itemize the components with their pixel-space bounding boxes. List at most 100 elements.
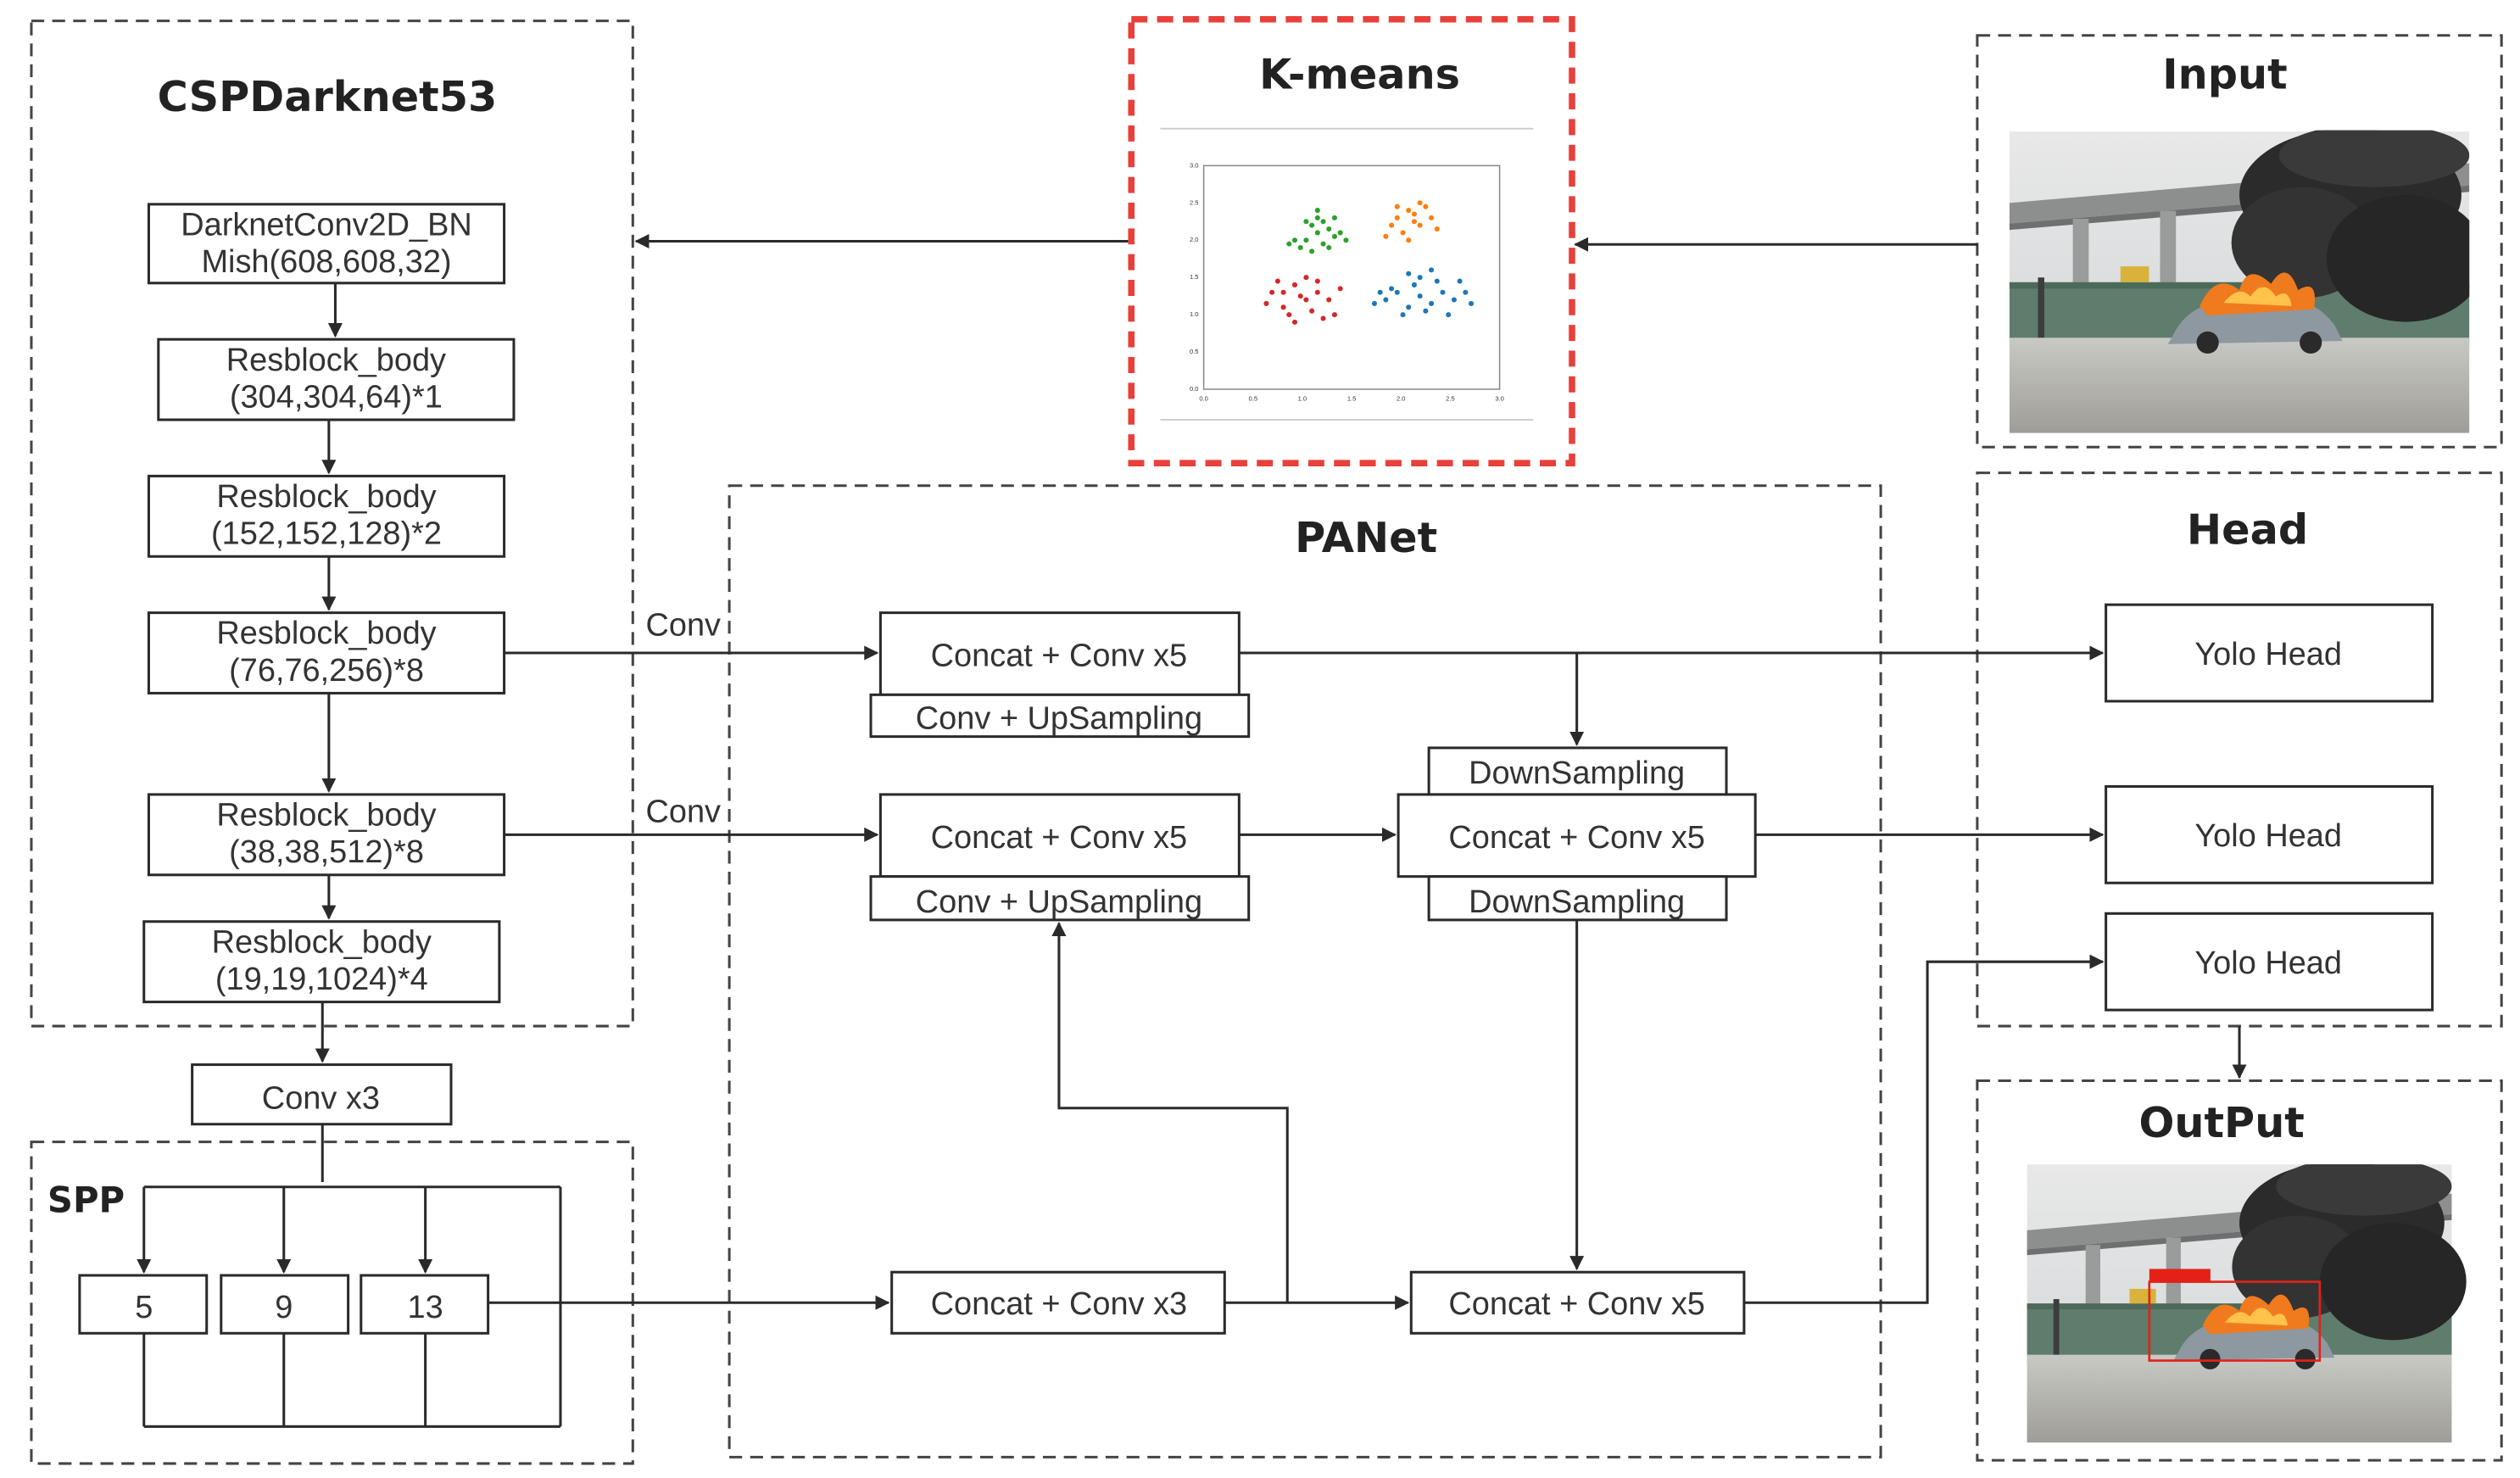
backbone-block-1-title: DarknetConv2D_BN (181, 207, 472, 243)
scatter-point-c0-10 (1291, 237, 1298, 243)
scatter-xtick-4: 2.0 (1397, 394, 1406, 402)
scatter-point-c3-17 (1377, 289, 1383, 295)
scatter-point-c0-5 (1297, 244, 1303, 251)
scatter-point-c3-12 (1463, 289, 1469, 295)
scatter-point-c1-7 (1406, 237, 1412, 243)
scatter-ytick-2: 1.0 (1190, 310, 1199, 318)
scatter-point-c2-16 (1280, 289, 1286, 295)
scatter-point-c1-13 (1411, 219, 1417, 225)
arrow-to-upsample-mid (1051, 921, 1289, 1303)
scatter-point-c0-2 (1309, 222, 1315, 228)
backbone-block-6-shape: (19,19,1024)*4 (215, 962, 428, 997)
scatter-point-c0-1 (1314, 230, 1320, 236)
backbone-block-5 (147, 793, 506, 877)
panet-concat-bottom-left-label: Concat + Conv x3 (931, 1286, 1188, 1322)
scatter-xtick-5: 2.5 (1446, 394, 1455, 402)
scatter-ytick-3: 1.5 (1190, 273, 1199, 281)
scatter-point-c2-4 (1314, 289, 1320, 295)
input-image (2009, 130, 2470, 433)
scatter-ytick-1: 0.5 (1190, 348, 1199, 355)
head-title: Head (2187, 505, 2308, 554)
scatter-point-c3-1 (1394, 289, 1400, 295)
backbone-block-2-shape: (304,304,64)*1 (230, 379, 443, 415)
scatter-point-c0-7 (1331, 233, 1338, 239)
panet-downsample-mid (1427, 875, 1728, 922)
panet-concat-mid-left-label: Concat + Conv x5 (931, 820, 1188, 856)
panet-upsample-mid-label: Conv + UpSampling (916, 884, 1202, 920)
kmeans-group (1128, 15, 1575, 467)
yolo-head-3-label: Yolo Head (2194, 945, 2342, 981)
panet-upsample-top-label: Conv + UpSampling (916, 701, 1202, 737)
panet-upsample-mid (869, 875, 1251, 922)
scatter-point-c2-8 (1326, 297, 1332, 303)
cspdarknet-title: CSPDarknet53 (158, 72, 498, 121)
scatter-point-c3-3 (1417, 293, 1423, 299)
spp-pool-3 (360, 1274, 490, 1335)
input-title: Input (2162, 50, 2287, 99)
scatter-point-c0-13 (1326, 244, 1332, 251)
scatter-point-c1-0 (1394, 215, 1400, 220)
detection-box (2148, 1280, 2322, 1362)
backbone-block-4-shape: (76,76,256)*8 (229, 653, 424, 689)
scatter-point-c1-6 (1389, 222, 1395, 228)
output-title: OutPut (2139, 1098, 2305, 1147)
scatter-point-c0-11 (1320, 219, 1326, 225)
backbone-block-5-shape: (38,38,512)*8 (229, 834, 424, 870)
backbone-block-4-title: Resblock_body (216, 616, 436, 651)
panet-group (728, 484, 1882, 1458)
scatter-point-c3-5 (1440, 289, 1446, 295)
panet-upsample-top (869, 693, 1251, 739)
backbone-block-1-shape: Mish(608,608,32) (201, 244, 451, 280)
panet-concat-top (878, 611, 1240, 696)
scatter-point-c2-12 (1303, 275, 1309, 281)
scatter-xtick-1: 0.5 (1249, 394, 1258, 402)
panet-concat-bottom-right-label: Concat + Conv x5 (1448, 1286, 1705, 1322)
scatter-ytick-4: 2.0 (1190, 236, 1199, 243)
backbone-block-3-shape: (152,152,128)*2 (211, 516, 442, 552)
scatter-point-c3-2 (1406, 304, 1412, 310)
scatter-point-c3-8 (1423, 308, 1429, 314)
backbone-block-2-title: Resblock_body (226, 343, 446, 378)
scatter-point-c0-0 (1303, 237, 1309, 243)
scatter-xtick-2: 1.0 (1298, 394, 1307, 402)
scatter-point-c3-7 (1411, 282, 1417, 287)
panet-downsample-mid-label: DownSampling (1469, 884, 1685, 920)
scatter-ytick-5: 2.5 (1190, 198, 1199, 206)
scatter-point-c0-3 (1320, 241, 1326, 247)
scatter-point-c2-3 (1303, 297, 1309, 303)
scatter-xtick-6: 3.0 (1495, 394, 1504, 402)
scatter-point-c1-12 (1434, 226, 1440, 232)
scatter-point-c3-19 (1406, 271, 1412, 276)
scatter-point-c3-6 (1400, 312, 1406, 318)
scatter-point-c3-9 (1451, 297, 1457, 303)
panet-concat-mid-right (1397, 793, 1757, 878)
scatter-point-c2-15 (1314, 278, 1320, 284)
edge-label-conv-top: Conv (645, 608, 721, 644)
scatter-point-c2-13 (1337, 286, 1343, 292)
scatter-point-c0-17 (1331, 215, 1338, 220)
cspdarknet-group (30, 20, 634, 1028)
scatter-point-c0-9 (1337, 230, 1343, 236)
backbone-block-2 (157, 337, 516, 421)
panet-concat-top-label: Concat + Conv x5 (931, 639, 1188, 674)
backbone-block-3 (147, 474, 506, 558)
scatter-point-c1-3 (1400, 230, 1406, 236)
backbone-block-5-title: Resblock_body (216, 798, 436, 834)
conv-x3-box (191, 1063, 453, 1126)
arrow-concat-bottom-to-head-3 (1743, 954, 2105, 1304)
backbone-block-3-title: Resblock_body (216, 479, 436, 515)
scatter-point-c1-9 (1394, 204, 1400, 209)
panet-concat-mid-left (878, 793, 1240, 878)
scatter-point-c0-6 (1314, 215, 1320, 220)
scatter-point-c1-5 (1423, 204, 1429, 209)
scatter-point-c2-9 (1274, 278, 1280, 284)
scatter-point-c2-10 (1320, 315, 1326, 321)
scatter-point-c2-17 (1331, 312, 1338, 318)
panet-concat-bottom-right (1409, 1270, 1746, 1335)
spp-pool-3-label: 13 (408, 1290, 443, 1325)
yolo-head-1-label: Yolo Head (2194, 637, 2342, 672)
scatter-ytick-6: 3.0 (1190, 161, 1199, 169)
scatter-point-c0-4 (1326, 226, 1332, 232)
scatter-ytick-0: 0.0 (1190, 385, 1199, 393)
